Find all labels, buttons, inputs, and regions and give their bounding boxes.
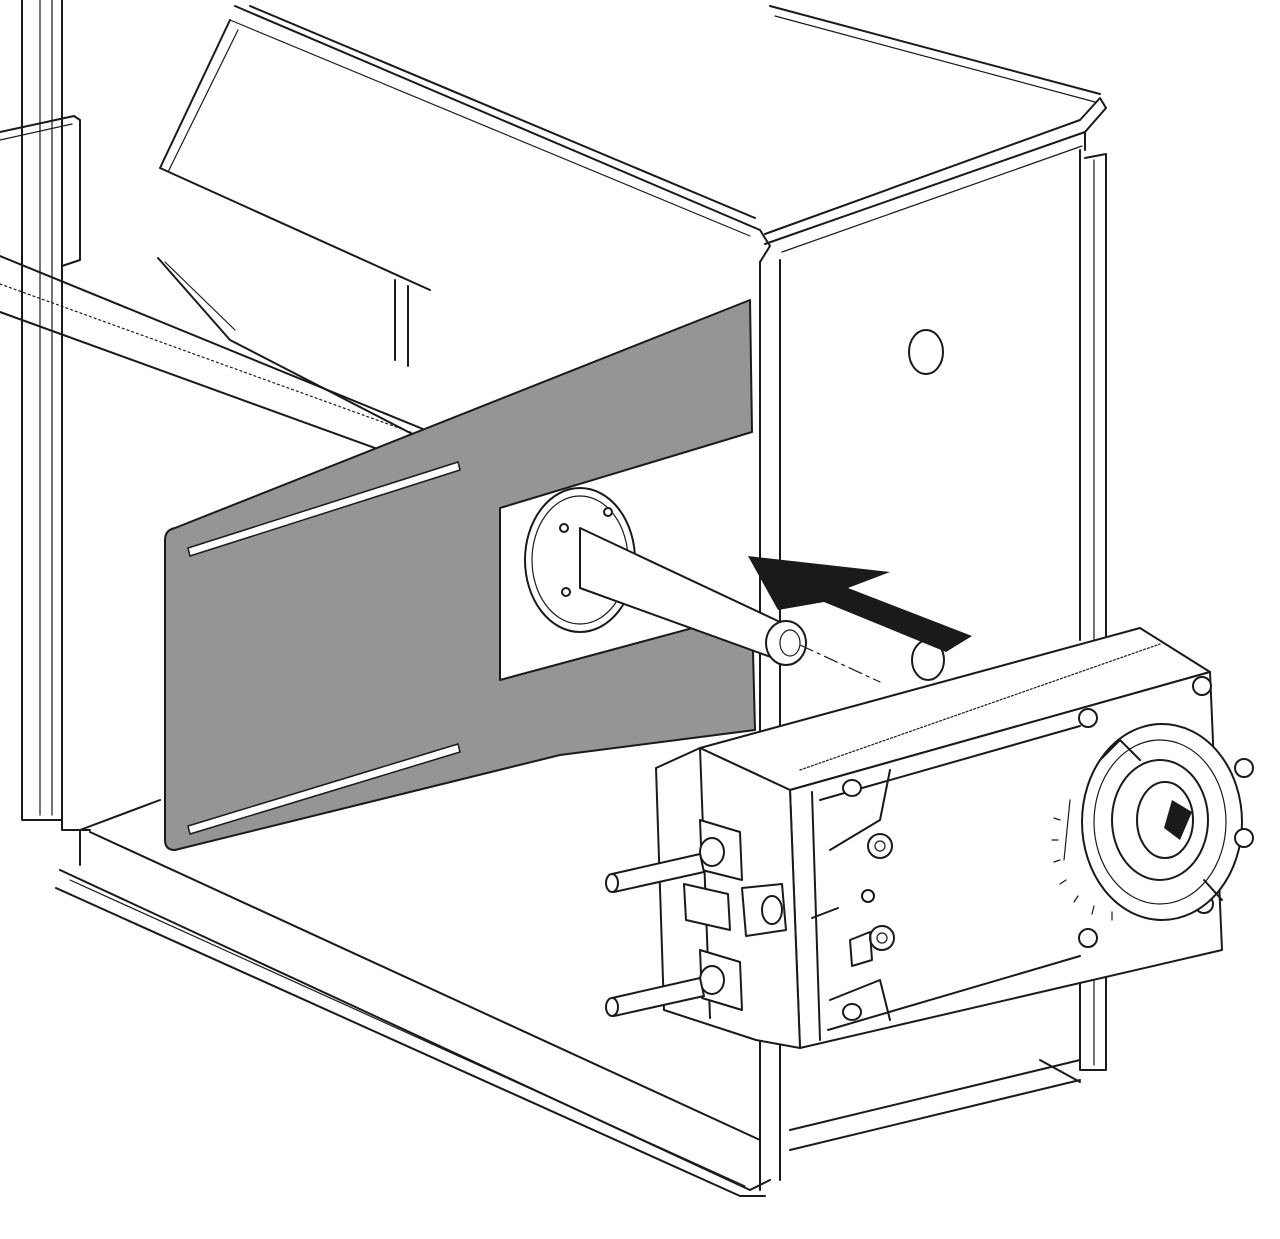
damper-shaft-left — [0, 255, 461, 469]
mounting-arrow-icon — [748, 556, 972, 652]
actuator-screw — [1078, 928, 1098, 948]
casing-rivet-top — [908, 329, 944, 375]
actuator-connectors — [683, 819, 787, 1011]
damper-frame-top-channel — [229, 5, 1107, 263]
damper-casing-side-wall — [759, 149, 1107, 1191]
bracket-slot-lower — [187, 743, 461, 835]
damper-frame-bottom-channel — [55, 799, 1081, 1197]
actuator-shaft-clamp — [1051, 723, 1254, 921]
actuator-screw — [1078, 708, 1098, 728]
actuator-cable-glands — [605, 853, 705, 1017]
damper-blades — [157, 19, 431, 439]
damper-actuator — [605, 627, 1254, 1049]
actuator-screw — [1192, 676, 1212, 696]
mounting-bracket — [164, 299, 756, 851]
shaft-coupling — [524, 487, 881, 683]
bracket-slot-upper — [187, 461, 461, 557]
damper-frame-left-channel — [0, 0, 91, 831]
